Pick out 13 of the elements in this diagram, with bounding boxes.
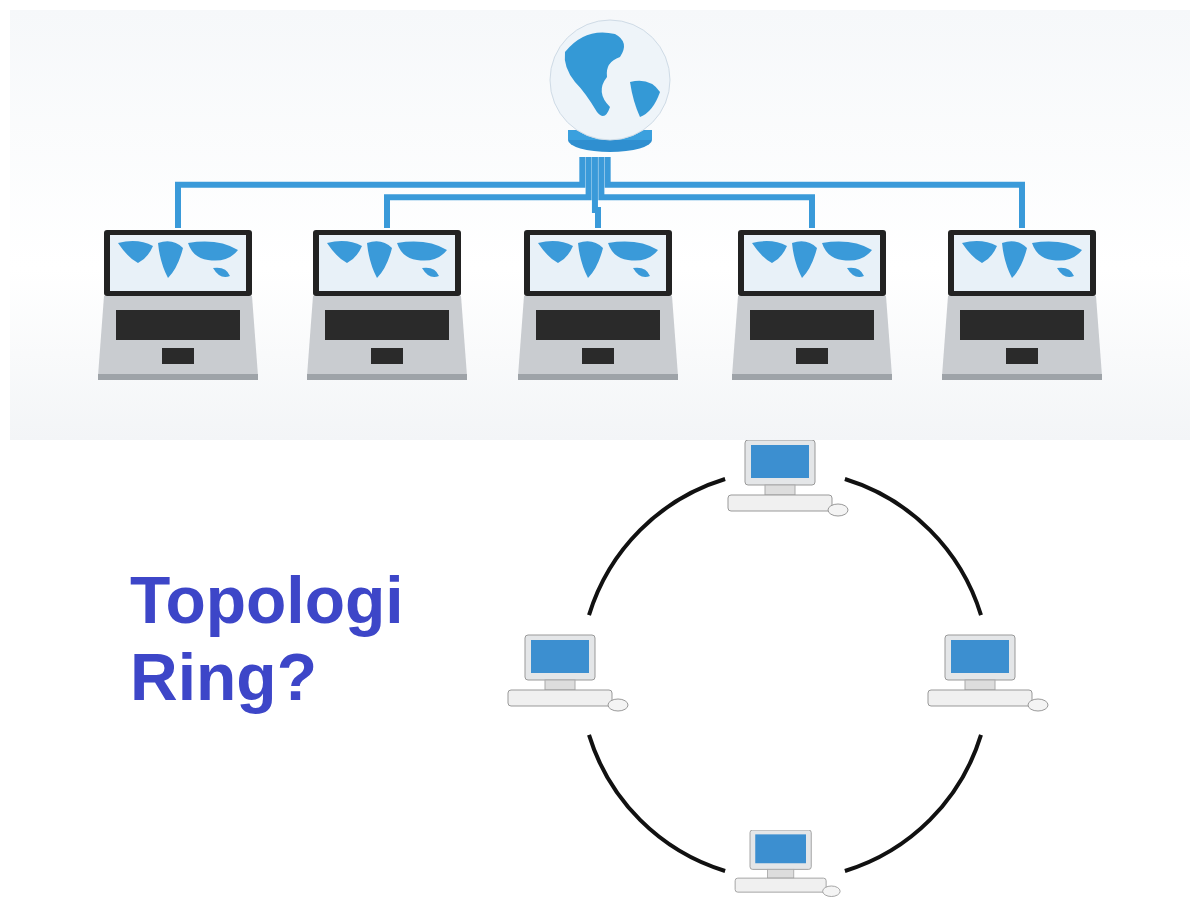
laptop-drawing	[732, 228, 892, 380]
network-cable	[598, 157, 815, 228]
laptop-drawing	[98, 228, 258, 380]
laptop-drawing	[518, 228, 678, 380]
network-cable	[587, 734, 726, 873]
laptop-drawing	[942, 228, 1102, 380]
network-cable	[587, 477, 726, 616]
network-cable	[591, 157, 601, 228]
network-cable	[844, 734, 983, 873]
network-cable	[384, 157, 592, 228]
laptop-drawing	[307, 228, 467, 380]
network-cable	[844, 477, 983, 616]
heading: Topologi Ring?	[130, 562, 405, 717]
